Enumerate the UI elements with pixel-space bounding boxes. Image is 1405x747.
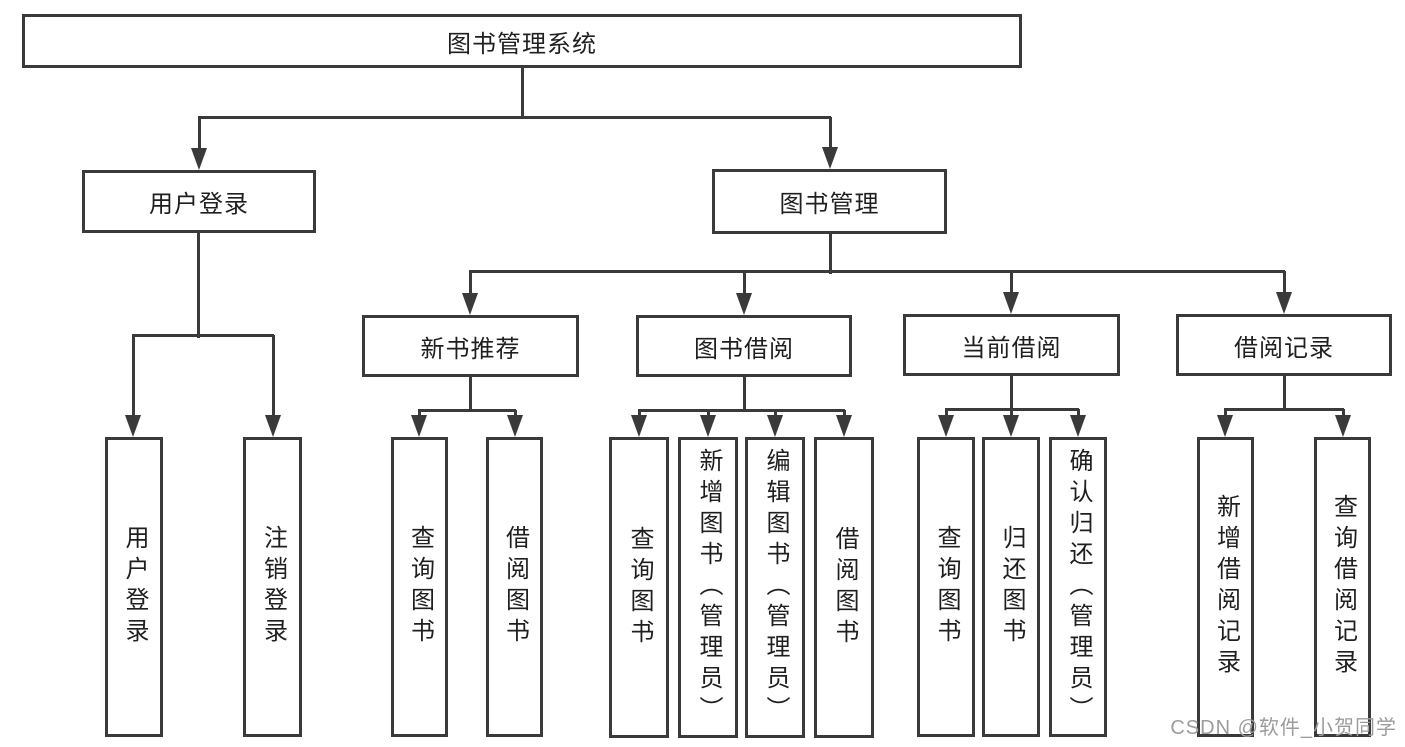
- node-label: 图书借阅: [694, 335, 794, 363]
- connector-vline: [638, 410, 641, 419]
- arrowhead-down-icon: [1217, 415, 1233, 437]
- connector-vline: [1283, 376, 1286, 411]
- leaf-label: 归还图书: [998, 525, 1025, 649]
- arrowhead-down-icon: [700, 415, 716, 437]
- arrowhead-down-icon: [736, 293, 752, 315]
- connector-vline: [843, 410, 846, 419]
- leaf-label: 查询借阅记录: [1329, 494, 1357, 680]
- connector-hline: [418, 409, 516, 412]
- arrowhead-down-icon: [1003, 415, 1019, 437]
- leaf-label: 查询图书: [626, 525, 653, 650]
- connector-vline: [829, 117, 832, 151]
- arrowhead-down-icon: [265, 415, 281, 437]
- arrowhead-down-icon: [507, 415, 523, 437]
- node-label: 图书管理系统: [447, 30, 597, 58]
- node-label: 用户登录: [149, 191, 249, 218]
- node-borrow-records: 借阅记录: [1176, 314, 1392, 376]
- connector-vline: [945, 409, 948, 419]
- connector-vline: [197, 233, 200, 338]
- connector-vline: [469, 377, 472, 412]
- arrowhead-down-icon: [767, 415, 783, 437]
- arrowhead-down-icon: [1070, 415, 1086, 437]
- leaf-return-books: 归还图书: [982, 437, 1040, 737]
- arrowhead-down-icon: [938, 415, 954, 437]
- connector-vline: [469, 271, 472, 297]
- connector-hline: [469, 270, 1285, 273]
- leaf-add-books-admin: 新增图书（管理员）: [678, 437, 738, 738]
- leaf-label: 新增借阅记录: [1212, 494, 1240, 680]
- connector-vline: [707, 410, 710, 419]
- connector-vline: [743, 271, 746, 297]
- node-label: 图书管理: [779, 191, 880, 218]
- connector-vline: [132, 335, 135, 419]
- node-library-system: 图书管理系统: [22, 14, 1022, 68]
- leaf-logout: 注销登录: [243, 437, 302, 737]
- arrowhead-down-icon: [1276, 292, 1292, 314]
- node-label: 借阅记录: [1234, 334, 1334, 362]
- node-user-login: 用户登录: [82, 170, 316, 233]
- leaf-add-borrow-record: 新增借阅记录: [1197, 437, 1254, 737]
- connector-hline: [945, 408, 1079, 411]
- node-new-book-recommend: 新书推荐: [362, 315, 579, 377]
- watermark: CSDN @软件_小贺同学: [1170, 717, 1397, 739]
- arrowhead-down-icon: [191, 148, 207, 170]
- leaf-label: 用户登录: [121, 525, 148, 649]
- connector-vline: [743, 377, 746, 412]
- connector-vline: [418, 410, 421, 419]
- connector-vline: [1283, 271, 1286, 296]
- connector-hline: [1224, 408, 1344, 411]
- leaf-label: 查询图书: [933, 525, 960, 649]
- connector-vline: [521, 68, 524, 118]
- connector-vline: [829, 234, 832, 274]
- leaf-query-books-1: 查询图书: [391, 437, 448, 737]
- leaf-confirm-return-admin: 确认归还（管理员）: [1049, 437, 1107, 737]
- connector-vline: [1077, 409, 1080, 419]
- arrowhead-down-icon: [822, 147, 838, 169]
- leaf-user-login: 用户登录: [105, 437, 163, 737]
- arrowhead-down-icon: [836, 415, 852, 437]
- arrowhead-down-icon: [411, 415, 427, 437]
- leaf-borrow-books-2: 借阅图书: [814, 437, 874, 738]
- arrowhead-down-icon: [1335, 415, 1351, 437]
- leaf-query-books-2: 查询图书: [609, 437, 669, 738]
- connector-hline: [198, 116, 831, 119]
- arrowhead-down-icon: [125, 415, 141, 437]
- connector-vline: [1010, 376, 1013, 411]
- leaf-label: 新增图书（管理员）: [695, 448, 722, 727]
- leaf-query-borrow-record: 查询借阅记录: [1314, 437, 1371, 737]
- node-current-borrow: 当前借阅: [903, 314, 1120, 376]
- connector-vline: [774, 410, 777, 419]
- connector-vline: [1342, 409, 1345, 419]
- leaf-query-books-3: 查询图书: [917, 437, 975, 737]
- connector-hline: [638, 409, 845, 412]
- arrowhead-down-icon: [631, 415, 647, 437]
- leaf-label: 编辑图书（管理员）: [762, 448, 789, 727]
- leaf-label: 注销登录: [259, 525, 287, 649]
- leaf-borrow-books-1: 借阅图书: [486, 437, 543, 737]
- connector-vline: [1010, 271, 1013, 296]
- leaf-edit-books-admin: 编辑图书（管理员）: [745, 437, 805, 738]
- connector-vline: [272, 335, 275, 419]
- connector-hline: [132, 334, 274, 337]
- connector-vline: [514, 410, 517, 419]
- arrowhead-down-icon: [462, 293, 478, 315]
- node-book-borrow: 图书借阅: [636, 315, 852, 377]
- connector-vline: [1224, 409, 1227, 419]
- arrowhead-down-icon: [1003, 292, 1019, 314]
- connector-vline: [198, 117, 201, 154]
- connector-vline: [1010, 409, 1013, 419]
- leaf-label: 查询图书: [406, 525, 434, 649]
- node-label: 当前借阅: [961, 334, 1062, 362]
- leaf-label: 确认归还（管理员）: [1065, 447, 1092, 727]
- node-book-management: 图书管理: [712, 169, 947, 234]
- node-label: 新书推荐: [420, 335, 521, 363]
- leaf-label: 借阅图书: [501, 525, 529, 649]
- leaf-label: 借阅图书: [831, 525, 858, 650]
